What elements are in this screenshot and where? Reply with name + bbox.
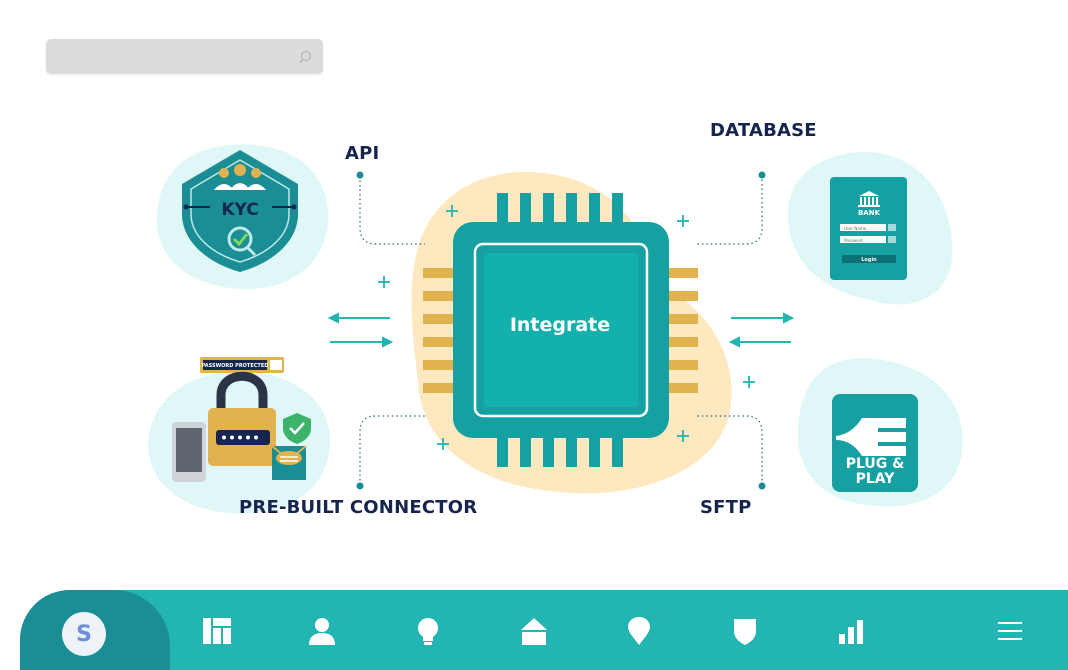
chip-pins-top <box>497 193 623 223</box>
arrow-right <box>731 312 795 324</box>
chip-pins-right <box>666 268 698 393</box>
arrow-left <box>728 336 791 348</box>
bank-login: Login <box>861 257 877 263</box>
connector-prebuilt <box>359 415 425 485</box>
plug-line2: PLAY <box>856 471 896 487</box>
connector-dot <box>758 171 766 179</box>
lightbulb-icon[interactable] <box>413 616 443 646</box>
plug-and-play-icon: PLUG & PLAY <box>832 394 918 492</box>
avatar[interactable]: S <box>62 612 106 656</box>
label-sftp: SFTP <box>700 497 752 518</box>
arrow-right <box>330 336 394 348</box>
arrow-left <box>327 312 390 324</box>
label-prebuilt-connector: PRE-BUILT CONNECTOR <box>239 497 478 518</box>
bank-password: Password <box>844 238 863 243</box>
connector-dot <box>356 171 364 179</box>
chip-pins-bottom <box>497 437 623 467</box>
connector-dot <box>758 482 766 490</box>
location-pin-icon[interactable] <box>624 616 654 646</box>
plus-mark <box>743 376 755 388</box>
menu-icon[interactable] <box>995 616 1025 646</box>
nav-active-tab[interactable]: S <box>20 590 170 670</box>
kyc-text: KYC <box>221 200 258 220</box>
kyc-shield-icon: KYC <box>182 150 298 272</box>
bar-chart-icon[interactable] <box>836 616 866 646</box>
password-lock-icon: PASSWORD PROTECTED <box>172 357 311 482</box>
connector-dot <box>356 482 364 490</box>
integration-diagram: KYC BANK User Name Password Login PASSWO… <box>148 144 963 514</box>
home-icon[interactable] <box>519 616 549 646</box>
bottom-nav: S <box>20 590 1068 670</box>
bank-title: BANK <box>858 209 881 217</box>
search-input[interactable] <box>56 39 290 76</box>
dashboard-icon[interactable] <box>202 616 232 646</box>
plus-mark <box>446 205 458 217</box>
chip-inner-border <box>473 242 649 418</box>
connector-api <box>359 176 425 245</box>
connector-database <box>697 175 763 245</box>
plus-mark <box>437 438 449 450</box>
chip-core <box>484 253 638 407</box>
search-bar[interactable] <box>46 39 323 76</box>
bank-username: User Name <box>844 226 867 231</box>
user-icon[interactable] <box>307 616 337 646</box>
plus-mark <box>677 215 689 227</box>
password-badge-text: PASSWORD PROTECTED <box>202 363 269 369</box>
plug-line1: PLUG & <box>846 456 905 472</box>
plus-mark <box>378 276 390 288</box>
label-database: DATABASE <box>710 120 817 141</box>
label-api: API <box>345 143 380 164</box>
bank-login-icon: BANK User Name Password Login <box>830 177 907 280</box>
chip-label: Integrate <box>509 314 611 336</box>
shield-icon[interactable] <box>730 616 760 646</box>
chip-pins-left <box>423 268 455 393</box>
plus-mark <box>677 430 689 442</box>
search-icon[interactable] <box>297 49 313 65</box>
